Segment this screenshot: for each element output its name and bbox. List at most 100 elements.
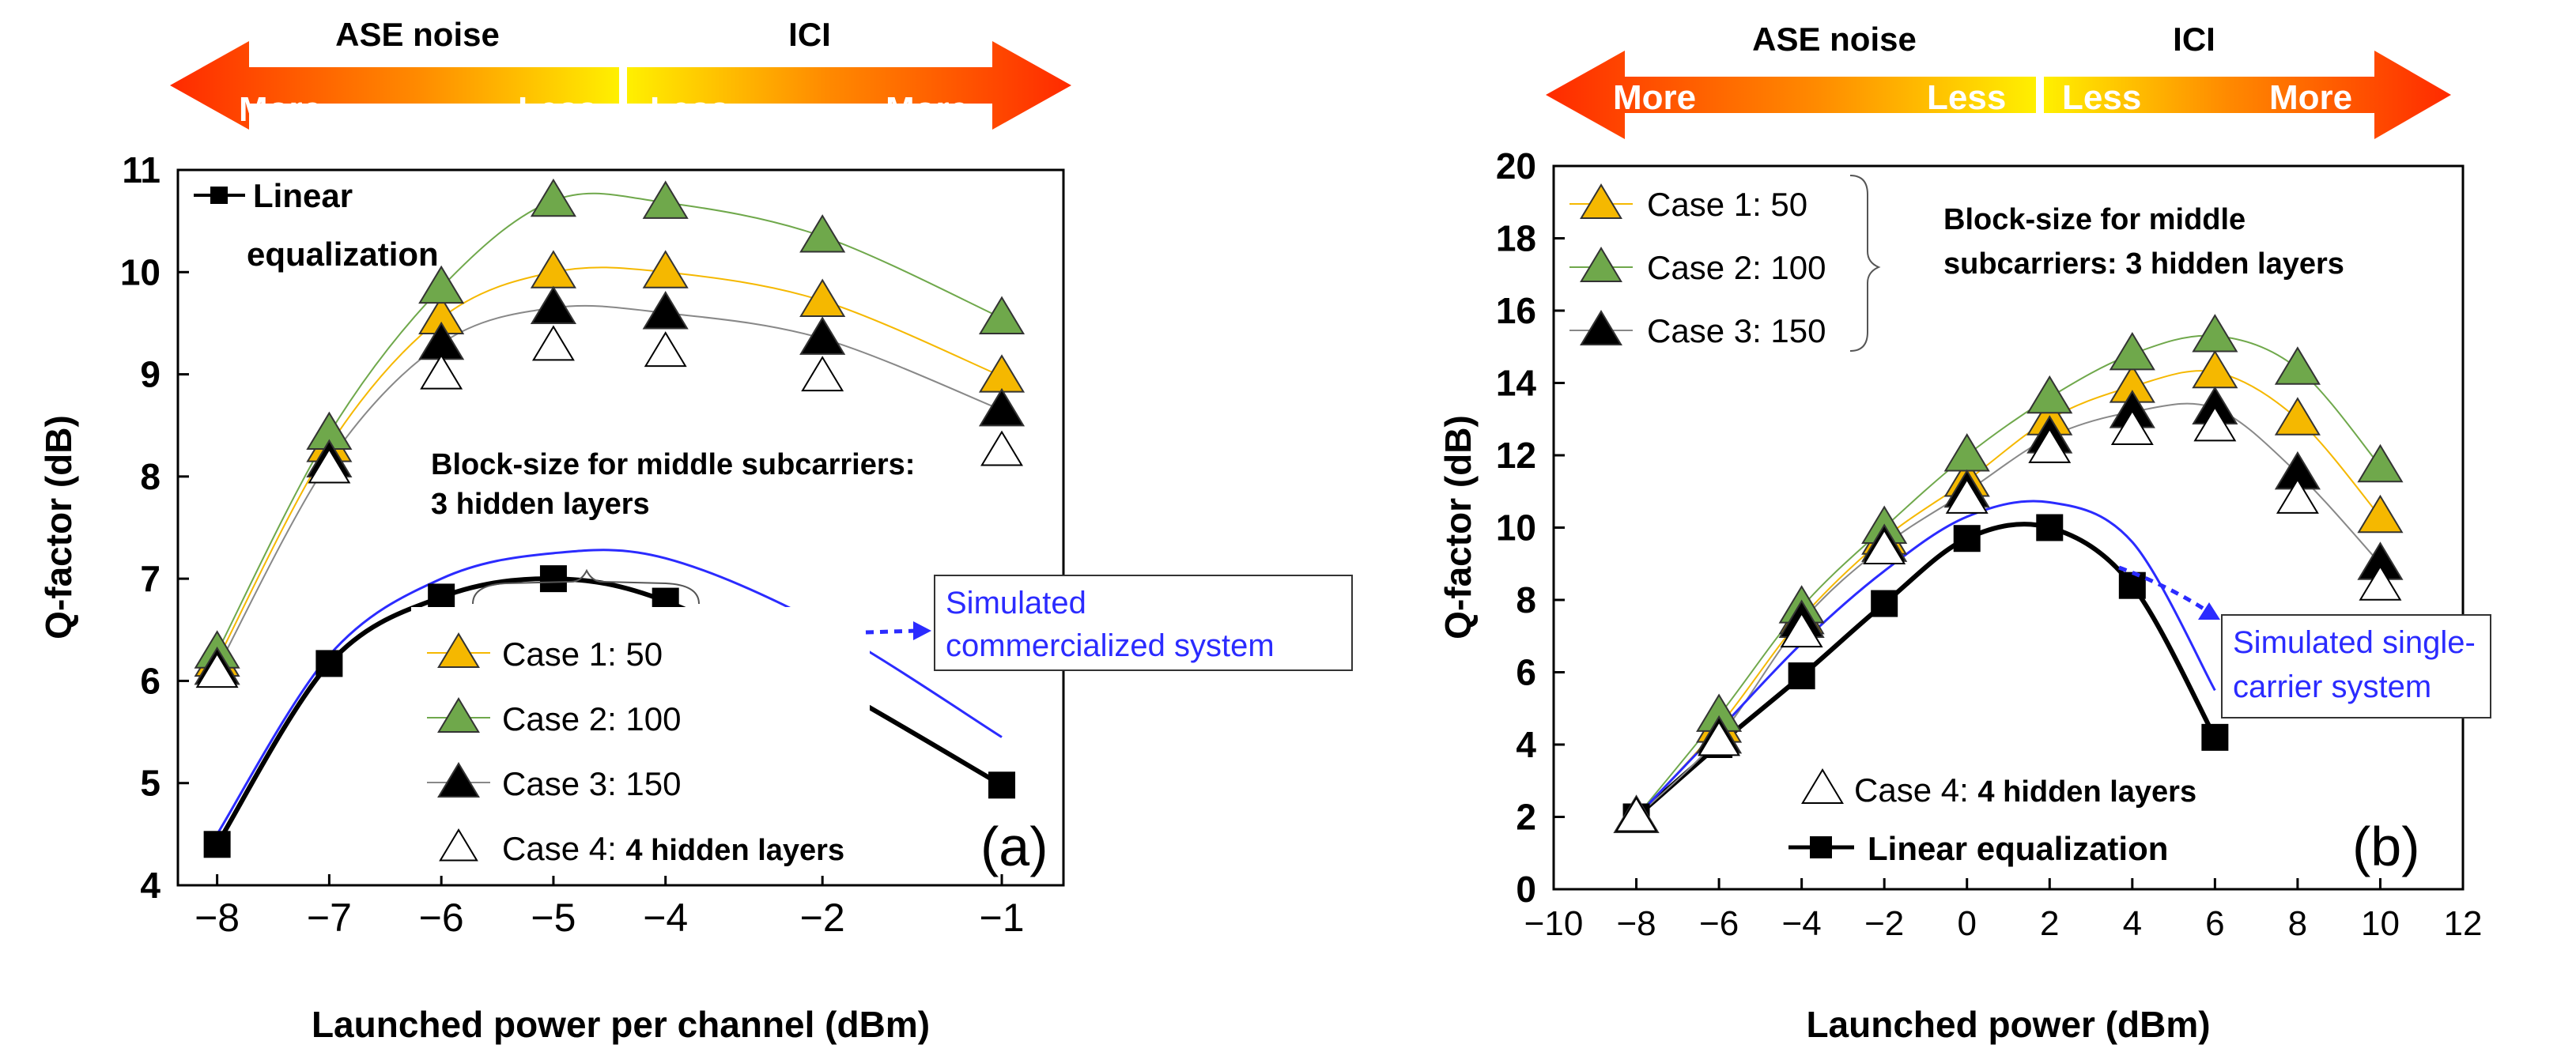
data-point	[308, 447, 351, 484]
legend-label: Case 1: 50	[502, 635, 663, 673]
x-tick-label: −7	[307, 896, 352, 940]
legend-marker	[1801, 768, 1844, 804]
panel-a: ASE noise ICI More Less Less More 456789…	[38, 16, 1353, 1045]
data-point	[2026, 375, 2073, 414]
y-tick-label: 11	[122, 149, 161, 190]
y-axis-label-b: Q-factor (dB)	[1437, 415, 1479, 639]
y-tick-label: 0	[1516, 869, 1536, 910]
data-point	[978, 354, 1025, 393]
x-tick-label: −6	[1699, 904, 1739, 943]
arrow-label-less-left: Less	[518, 90, 597, 129]
series-line	[1635, 334, 2381, 818]
data-point	[2274, 346, 2321, 385]
legend-label: Case 1: 50	[1647, 186, 1807, 223]
linear-label-a-1: Linear	[253, 177, 353, 214]
x-tick-label: −8	[1616, 904, 1656, 943]
data-point	[2192, 314, 2238, 353]
legend-label: Linear equalization	[1868, 830, 2168, 867]
data-point	[531, 325, 575, 361]
y-tick-label: 8	[1516, 579, 1536, 620]
simulated-label-b-1: Simulated single-	[2233, 625, 2476, 660]
data-point	[315, 650, 343, 677]
legend-marker	[437, 697, 480, 733]
legend-marker	[1580, 183, 1622, 219]
y-tick-label: 14	[1496, 363, 1537, 404]
data-point	[420, 353, 463, 390]
series-line	[1635, 500, 2216, 818]
data-point	[2192, 349, 2238, 389]
data-point	[642, 180, 689, 219]
series-markers-a	[194, 178, 1025, 858]
data-point	[428, 583, 455, 611]
data-point	[2036, 514, 2064, 541]
arrow-right-ici-b	[2044, 51, 2451, 139]
simulated-arrowhead-b	[2198, 602, 2220, 620]
data-point	[203, 831, 231, 858]
legend-label: Case 4: 4 hidden layers	[1854, 771, 2196, 809]
data-point	[642, 250, 689, 289]
data-point	[642, 291, 689, 330]
y-tick-label: 7	[140, 558, 161, 599]
data-point	[1698, 720, 1741, 756]
y-tick-label: 8	[140, 456, 161, 497]
simulated-box-a	[934, 575, 1353, 671]
data-point	[2110, 409, 2154, 445]
legend-marker	[439, 828, 478, 862]
x-tick-label: −2	[800, 896, 845, 940]
x-tick-label: −10	[1524, 904, 1584, 943]
y-tick-label: 2	[1516, 797, 1536, 838]
data-point	[1945, 477, 1989, 514]
block-size-brace-a	[472, 568, 700, 605]
x-tick-label: 0	[1957, 904, 1976, 943]
panel-b: ASE noise ICI More Less Less More 024681…	[1437, 21, 2491, 1045]
data-point	[418, 265, 465, 304]
data-point	[978, 296, 1025, 334]
x-tick-label: 12	[2444, 904, 2483, 943]
data-point	[799, 278, 846, 317]
data-point	[1863, 529, 1906, 564]
plot-area-a	[176, 168, 1065, 887]
y-tick-label: 20	[1496, 145, 1536, 187]
data-point	[988, 771, 1016, 799]
data-point	[799, 214, 846, 253]
y-tick-label: 5	[140, 763, 161, 804]
data-point	[195, 652, 239, 688]
x-tick-label: −4	[1782, 904, 1822, 943]
simulated-arrow-a	[865, 628, 918, 635]
x-tick-label: −2	[1864, 904, 1904, 943]
arrow-label-more-left: More	[239, 90, 322, 129]
data-point	[2359, 564, 2402, 601]
data-point	[2109, 331, 2155, 371]
legend-marker	[1810, 836, 1832, 858]
data-point	[2357, 443, 2404, 483]
data-point	[539, 565, 567, 593]
data-point	[980, 430, 1023, 466]
data-point	[2274, 397, 2321, 436]
data-point	[2193, 405, 2237, 442]
panel-label-b: (b)	[2352, 816, 2420, 877]
legend-label: Case 2: 100	[1647, 249, 1826, 286]
series-line	[1635, 402, 2381, 818]
legend-marker	[437, 632, 480, 668]
block-size-label-a-2: 3 hidden layers	[431, 488, 650, 521]
data-point	[799, 316, 846, 355]
y-tick-label: 6	[140, 660, 161, 701]
block-size-label-a-1: Block-size for middle subcarriers:	[431, 448, 915, 481]
block-size-label-b-2: subcarriers: 3 hidden layers	[1943, 247, 2344, 281]
data-point	[2201, 723, 2229, 751]
arrow-title-ici: ICI	[788, 16, 831, 53]
simulated-arrow-b	[2118, 565, 2208, 613]
x-tick-label: −1	[980, 896, 1025, 940]
data-point	[1871, 590, 1898, 617]
x-tick-label: 8	[2288, 904, 2307, 943]
legend-marker	[1580, 247, 1622, 282]
x-tick-label: 10	[2361, 904, 2400, 943]
legend-label: Case 3: 150	[502, 765, 682, 802]
arrow-label-less-left-b: Less	[1927, 78, 2006, 117]
series-line	[1635, 370, 2381, 818]
y-tick-label: 4	[140, 865, 161, 906]
y-tick-label: 16	[1496, 290, 1536, 331]
